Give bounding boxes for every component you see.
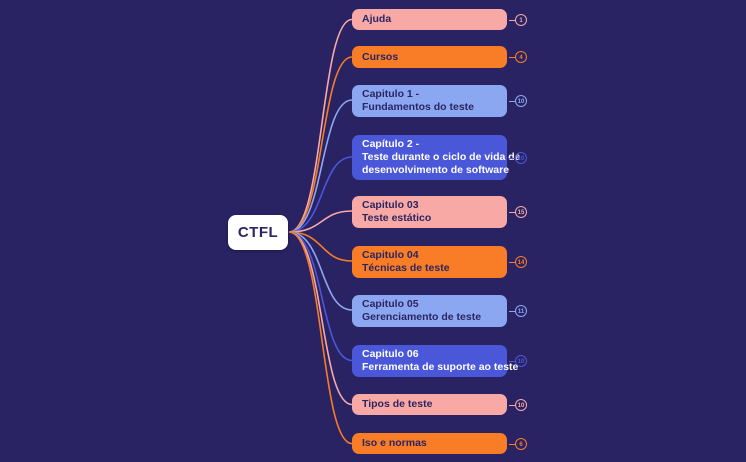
branch-connector bbox=[288, 231, 353, 445]
topic-node-tipos-de-teste[interactable]: Tipos de teste 10 bbox=[352, 394, 527, 415]
collapsed-count-badge[interactable]: 15 bbox=[509, 206, 527, 218]
branch-connector bbox=[288, 18, 353, 233]
topic-node-ajuda[interactable]: Ajuda 1 bbox=[352, 9, 527, 30]
branch-connector bbox=[288, 231, 353, 406]
branch-connector bbox=[288, 99, 353, 233]
topic-node-capitulo-1[interactable]: Capitulo 1 - Fundamentos do teste 10 bbox=[352, 85, 527, 117]
collapsed-count-badge[interactable]: 10 bbox=[509, 355, 527, 367]
topic-title: Gerenciamento de teste bbox=[362, 311, 482, 323]
topic-title: Iso e normas bbox=[362, 437, 427, 449]
topic-title: Capítulo 2 - bbox=[362, 138, 420, 150]
topic-title: Capitulo 06 bbox=[362, 348, 419, 360]
collapsed-count-badge[interactable]: 6 bbox=[509, 437, 527, 450]
collapsed-count-badge[interactable]: 11 bbox=[509, 305, 527, 317]
collapsed-count-badge[interactable]: 10 bbox=[509, 95, 527, 107]
topic-title: Capitulo 05 bbox=[362, 298, 419, 310]
topic-node-capitulo-03[interactable]: Capitulo 03 Teste estático 15 bbox=[352, 196, 527, 228]
topic-title: Capitulo 04 bbox=[362, 249, 419, 261]
topic-node-capitulo-2[interactable]: Capítulo 2 - Teste durante o ciclo de vi… bbox=[352, 135, 527, 180]
root-node[interactable]: CTFL bbox=[228, 215, 288, 250]
topic-node-capitulo-04[interactable]: Capitulo 04 Técnicas de teste 14 bbox=[352, 246, 527, 278]
topic-title: Capitulo 1 - bbox=[362, 88, 420, 100]
collapsed-count-badge[interactable]: 10 bbox=[509, 398, 527, 411]
topic-title: Técnicas de teste bbox=[362, 262, 450, 274]
topic-title: desenvolvimento de software bbox=[362, 164, 510, 176]
branch-connector bbox=[288, 231, 353, 362]
branch-connector bbox=[288, 210, 353, 233]
topic-title: Fundamentos do teste bbox=[362, 101, 475, 113]
collapsed-count-badge[interactable]: 1 bbox=[509, 13, 527, 26]
topic-title: Ajuda bbox=[362, 13, 392, 25]
topic-title: Cursos bbox=[362, 50, 399, 63]
branch-connector bbox=[288, 231, 353, 262]
branch-connector bbox=[288, 56, 353, 233]
topic-node-capitulo-06[interactable]: Capitulo 06 Ferramenta de suporte ao tes… bbox=[352, 345, 527, 377]
collapsed-count-badge[interactable]: 14 bbox=[509, 256, 527, 268]
topic-node-iso-e-normas[interactable]: Iso e normas 6 bbox=[352, 433, 527, 454]
topic-node-capitulo-05[interactable]: Capitulo 05 Gerenciamento de teste 11 bbox=[352, 295, 527, 327]
root-label: CTFL bbox=[237, 224, 279, 241]
topic-title: Capitulo 03 bbox=[362, 199, 419, 211]
collapsed-count-badge[interactable]: 4 bbox=[509, 51, 527, 63]
branch-connector bbox=[288, 231, 353, 311]
topic-node-cursos[interactable]: Cursos 4 bbox=[352, 46, 527, 68]
branch-connector bbox=[288, 156, 353, 233]
collapsed-count-badge[interactable]: 10 bbox=[509, 151, 527, 164]
topic-title: Teste durante o ciclo de vida de bbox=[362, 151, 521, 163]
topic-title: Teste estático bbox=[362, 212, 432, 224]
topic-title: Tipos de teste bbox=[362, 398, 433, 410]
topic-title: Ferramenta de suporte ao teste bbox=[362, 361, 519, 373]
